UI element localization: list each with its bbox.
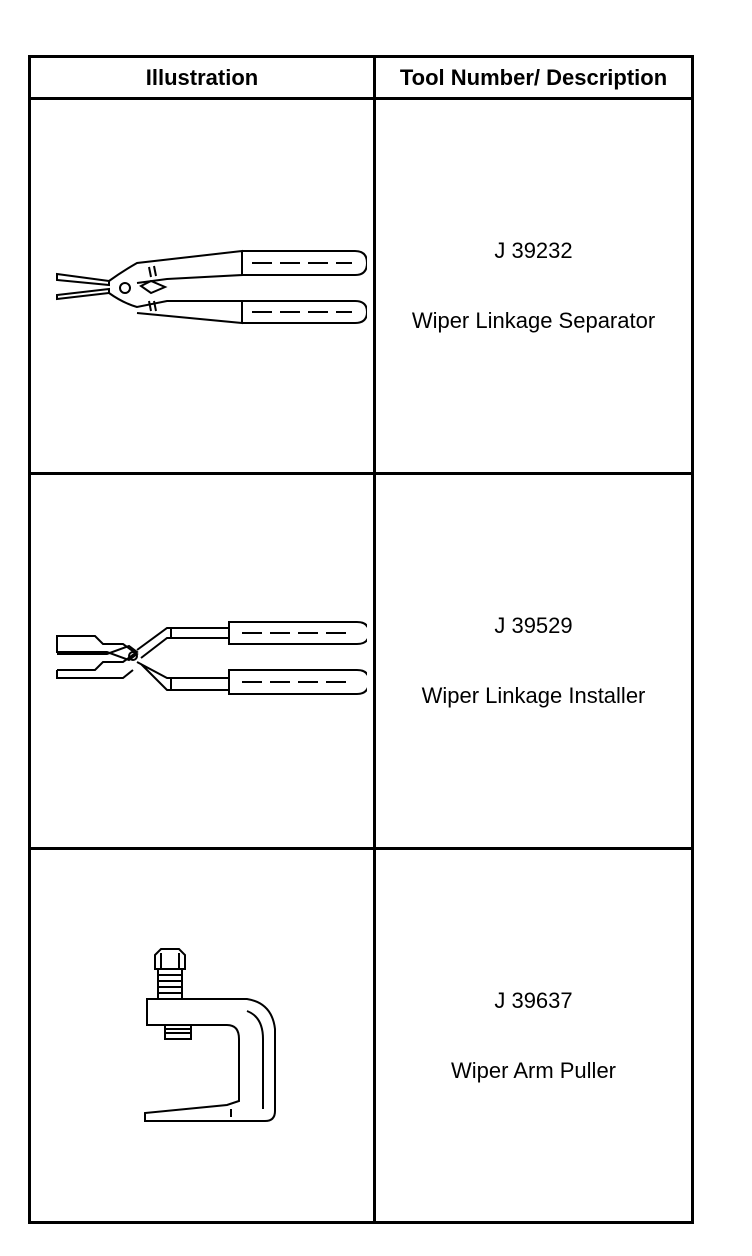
- tool-number: J 39637: [494, 987, 573, 1013]
- row-2-illustration: [31, 475, 376, 850]
- tool-description: Wiper Linkage Separator: [411, 308, 656, 333]
- row-1-illustration: [31, 100, 376, 475]
- tool-description: Wiper Arm Puller: [450, 1057, 617, 1083]
- tool-description: Wiper Linkage Installer: [421, 683, 646, 708]
- header-illustration: Illustration: [31, 58, 376, 100]
- tool-number: J 39529: [494, 613, 573, 638]
- pliers-separator-icon: [37, 241, 367, 331]
- row-1-description: J 39232 Wiper Linkage Separator: [376, 100, 691, 475]
- row-3-illustration: [31, 850, 376, 1221]
- tool-number: J 39232: [494, 238, 573, 263]
- header-tool-number-description: Tool Number/ Description: [376, 58, 691, 100]
- pliers-installer-icon: [37, 616, 367, 706]
- tool-table: Illustration Tool Number/ Description J …: [28, 55, 694, 1224]
- c-clamp-puller-icon: [127, 941, 277, 1131]
- row-3-description: J 39637 Wiper Arm Puller: [376, 850, 691, 1221]
- row-2-description: J 39529 Wiper Linkage Installer: [376, 475, 691, 850]
